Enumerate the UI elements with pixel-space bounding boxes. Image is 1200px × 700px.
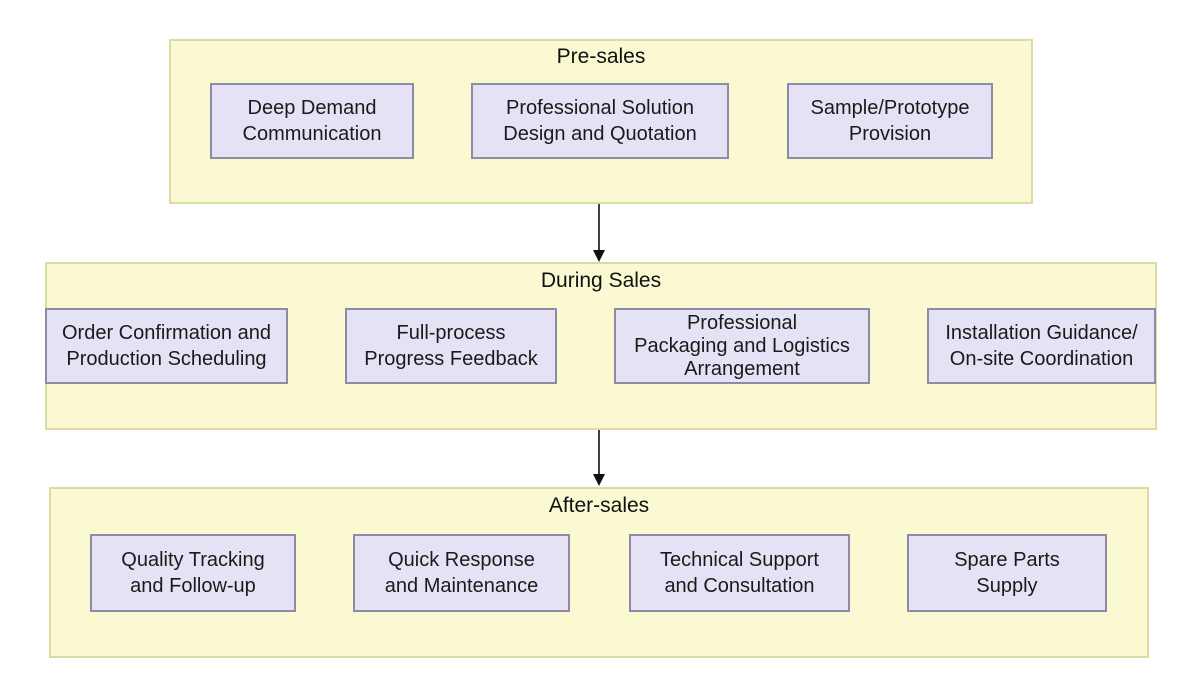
- stage-title: Pre-sales: [556, 45, 646, 68]
- step-solution-design-quotation: Professional Solution Design and Quotati…: [471, 83, 729, 159]
- step-order-confirmation: Order Confirmation and Production Schedu…: [45, 308, 288, 384]
- stage-title: After-sales: [548, 494, 650, 517]
- step-progress-feedback: Full-process Progress Feedback: [345, 308, 557, 384]
- step-installation-guidance: Installation Guidance/ On-site Coordinat…: [927, 308, 1156, 384]
- arrow-during-to-after: [593, 430, 605, 486]
- step-packaging-logistics: Professional Packaging and Logistics Arr…: [614, 308, 870, 384]
- step-quality-tracking: Quality Tracking and Follow-up: [90, 534, 296, 612]
- step-sample-prototype-provision: Sample/Prototype Provision: [787, 83, 993, 159]
- step-quick-response: Quick Response and Maintenance: [353, 534, 570, 612]
- stage-title: During Sales: [540, 269, 662, 292]
- step-spare-parts-supply: Spare Parts Supply: [907, 534, 1107, 612]
- arrow-pre-to-during: [593, 204, 605, 262]
- step-technical-support: Technical Support and Consultation: [629, 534, 850, 612]
- step-deep-demand-communication: Deep Demand Communication: [210, 83, 414, 159]
